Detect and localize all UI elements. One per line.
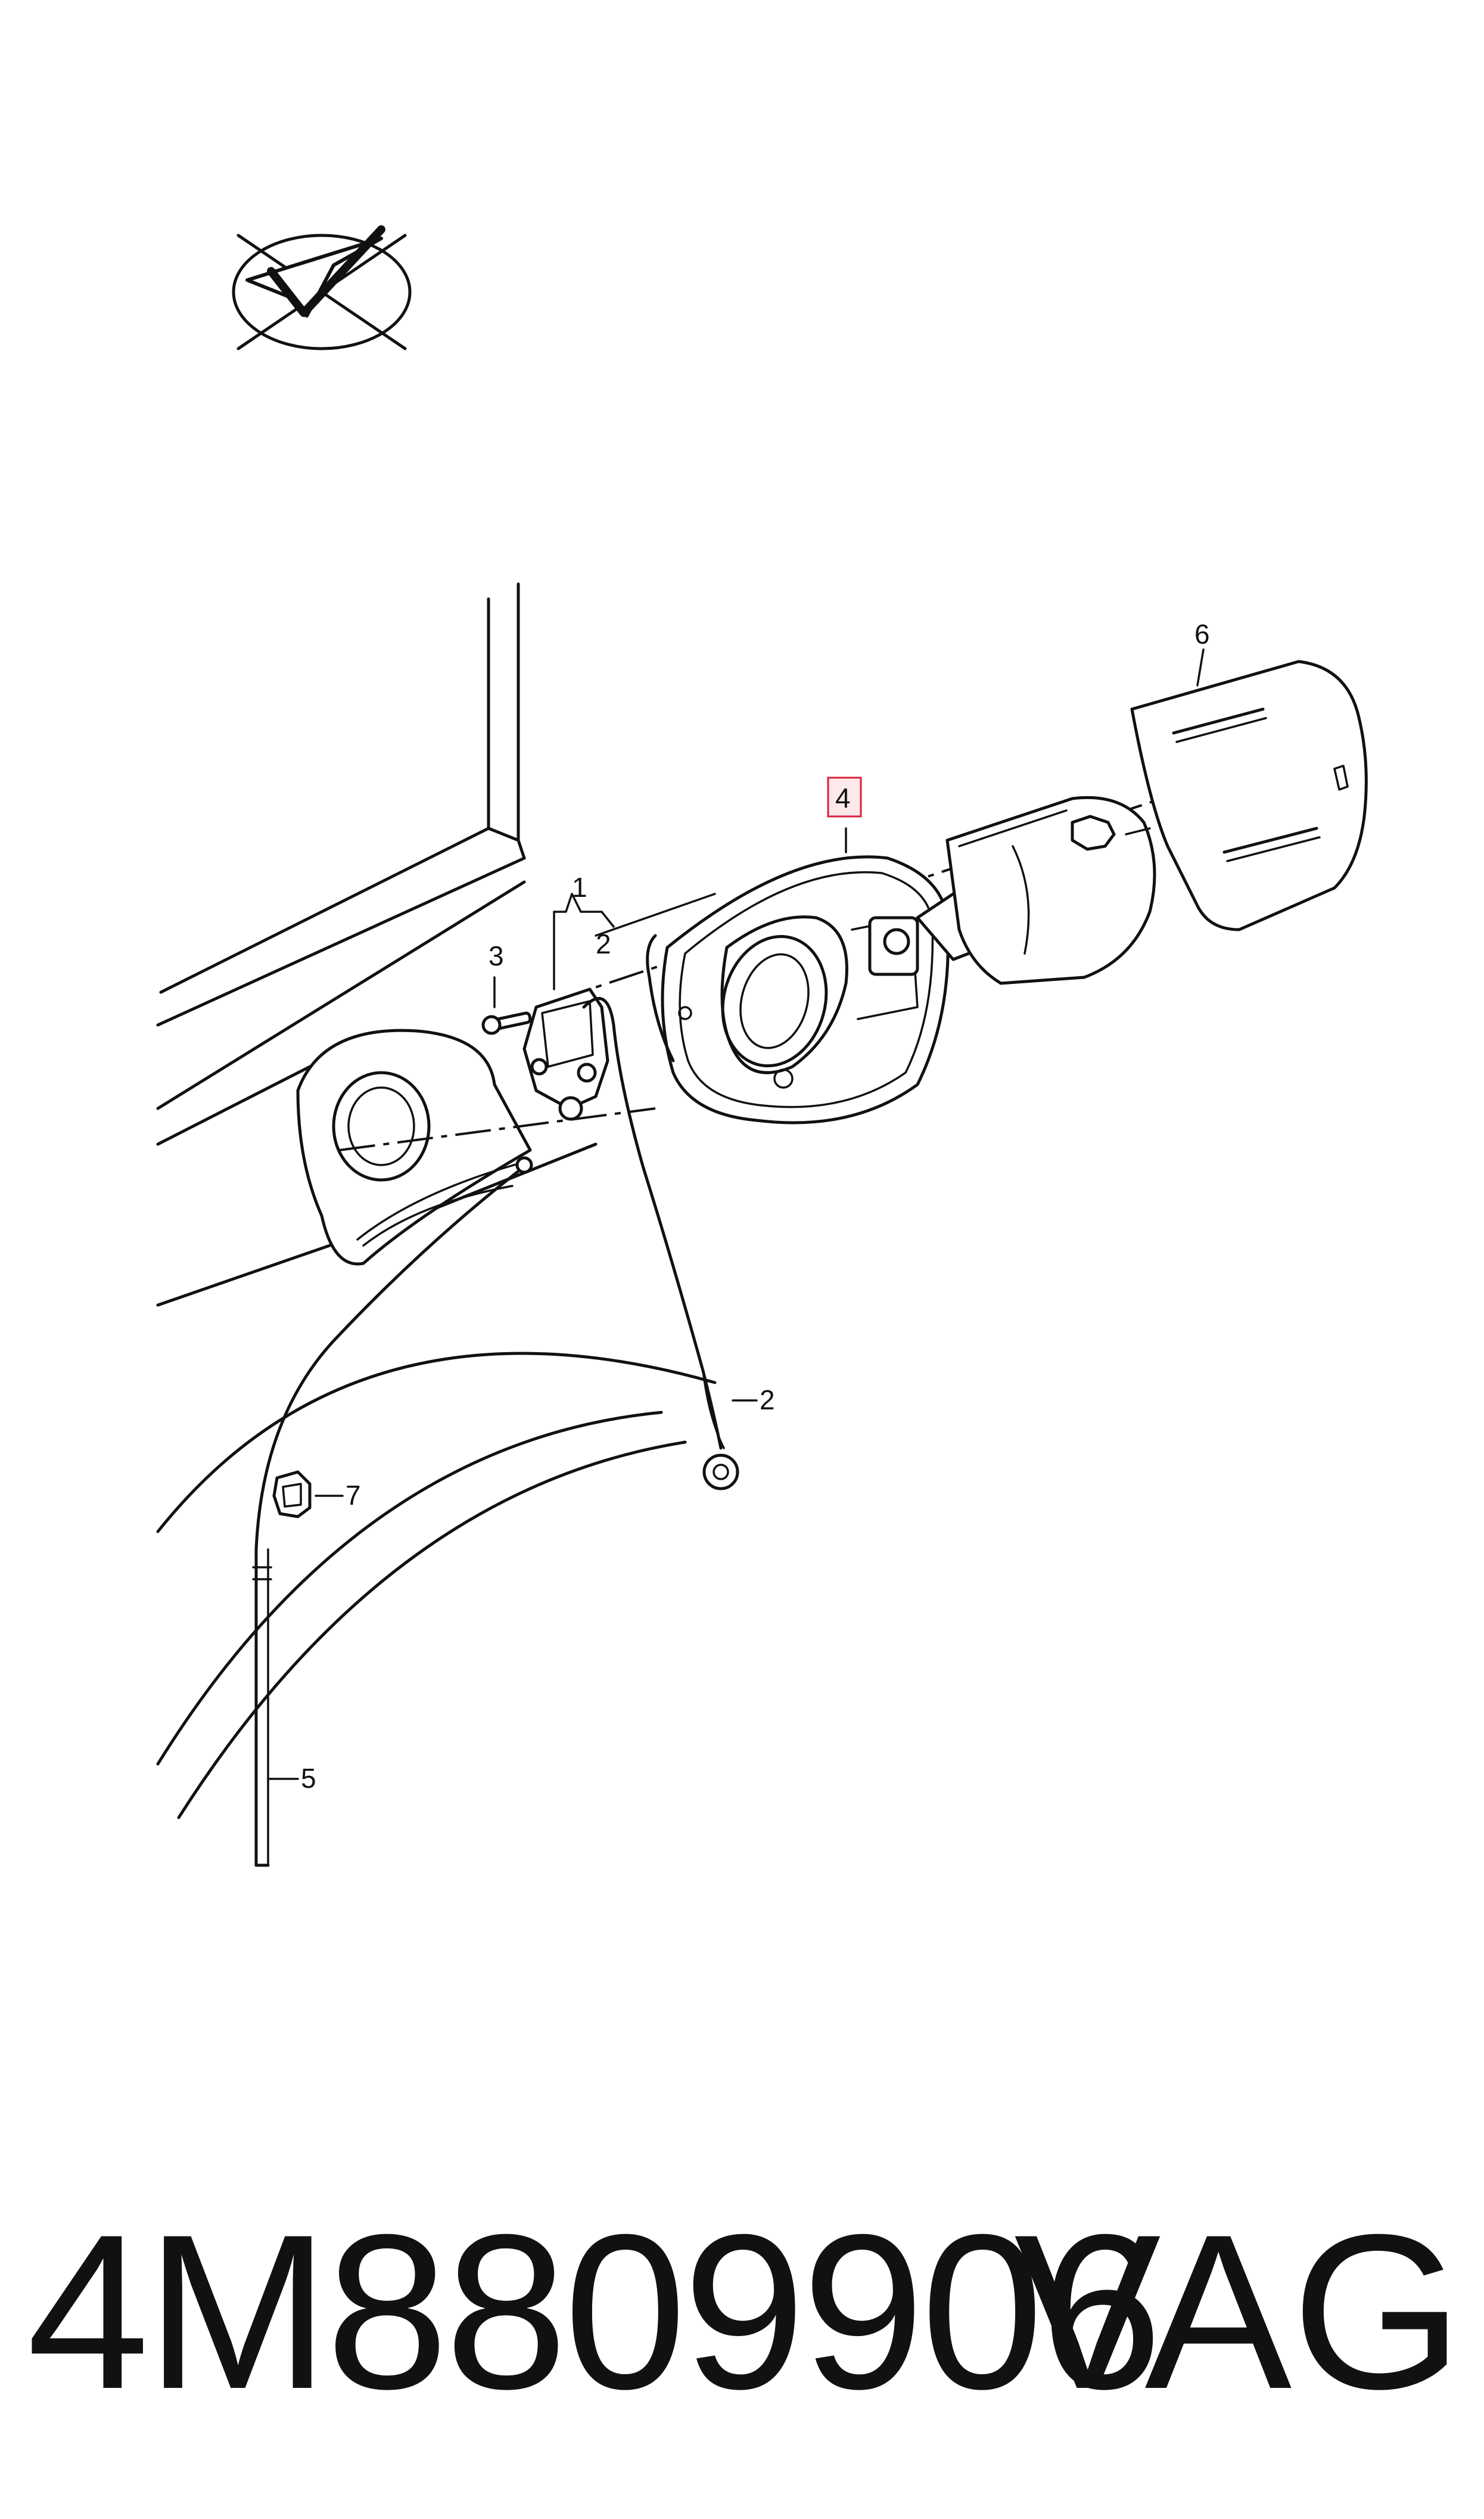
callout-4: 4 — [835, 782, 851, 813]
cable — [582, 996, 739, 1490]
actuator — [522, 987, 609, 1121]
callout-2-lower: 2 — [760, 1384, 775, 1415]
filler-neck — [916, 796, 1156, 985]
wheel-arch — [156, 1352, 717, 1819]
callout-4-highlight — [827, 776, 862, 818]
parts-diagram: 1 2 3 4 6 2 7 5 — [156, 225, 1368, 1867]
callout-1: 1 — [572, 872, 587, 903]
leader-lines — [267, 648, 1205, 1780]
fuel-door-housing — [646, 855, 950, 1125]
part-number: 4M8809906 — [27, 2189, 1162, 2435]
fuel-door-cover — [1130, 660, 1368, 931]
clip — [272, 1470, 312, 1518]
callout-2-upper: 2 — [596, 928, 611, 959]
callout-7: 7 — [346, 1480, 361, 1511]
brand-name: VAG — [1014, 2189, 1463, 2435]
release-cable — [252, 1156, 533, 1867]
axis-line-lower — [339, 1107, 656, 1151]
screw — [481, 1011, 532, 1035]
footer: 4M8809906 VAG — [0, 2169, 1484, 2455]
callout-6: 6 — [1194, 619, 1210, 650]
callout-5: 5 — [301, 1763, 316, 1794]
filler-housing — [296, 1029, 532, 1266]
airplane-check-logo-icon — [232, 225, 412, 350]
callout-3: 3 — [489, 940, 504, 971]
callout-labels: 1 2 3 4 6 2 7 5 — [301, 619, 1210, 1794]
